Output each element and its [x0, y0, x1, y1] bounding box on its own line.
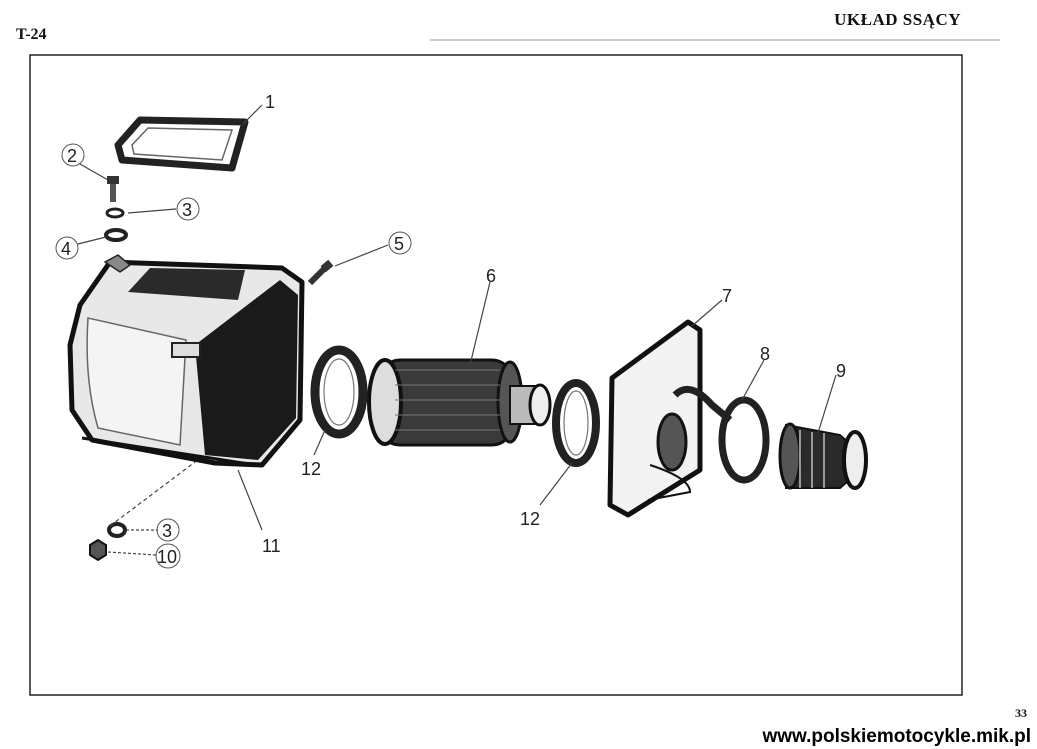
callout-12-left: 12 [301, 459, 321, 479]
page-code: T-24 [16, 26, 47, 43]
callout-11: 11 [262, 536, 281, 556]
callout-9: 9 [836, 361, 846, 381]
callout-3-lower: 3 [162, 521, 172, 541]
callout-10: 10 [157, 547, 177, 567]
part-3-washer-lower [107, 522, 127, 538]
part-8-gasket [672, 385, 770, 484]
callout-3-upper: 3 [182, 200, 192, 220]
part-12-ring-right [552, 379, 600, 467]
leader-lines [77, 104, 837, 556]
part-3-washer-upper [105, 207, 125, 219]
callout-7: 7 [722, 286, 732, 306]
part-2-bolt [107, 176, 119, 202]
part-5-screw [307, 259, 334, 286]
part-4-washer [104, 228, 128, 242]
diagram-frame [29, 54, 963, 696]
callout-labels: 1 2 3 4 5 6 7 8 9 11 12 12 3 10 [55, 92, 846, 569]
callout-6: 6 [486, 266, 496, 286]
part-11-housing [67, 254, 305, 468]
callout-5: 5 [394, 234, 404, 254]
page-title: UKŁAD SSĄCY [834, 10, 961, 29]
page-number: 33 [1015, 706, 1027, 720]
part-6-filter [367, 358, 552, 447]
callout-12-right: 12 [520, 509, 540, 529]
part-1-gasket [114, 116, 249, 172]
part-12-ring-left [310, 345, 368, 439]
part-7-cover [607, 319, 703, 518]
part-9-sleeve [778, 422, 868, 490]
website-watermark[interactable]: www.polskiemotocykle.mik.pl [762, 726, 1031, 747]
callout-8: 8 [760, 344, 770, 364]
callout-4: 4 [61, 239, 71, 259]
callout-2: 2 [67, 146, 77, 166]
part-10-nut [89, 538, 107, 562]
callout-1: 1 [265, 92, 275, 112]
